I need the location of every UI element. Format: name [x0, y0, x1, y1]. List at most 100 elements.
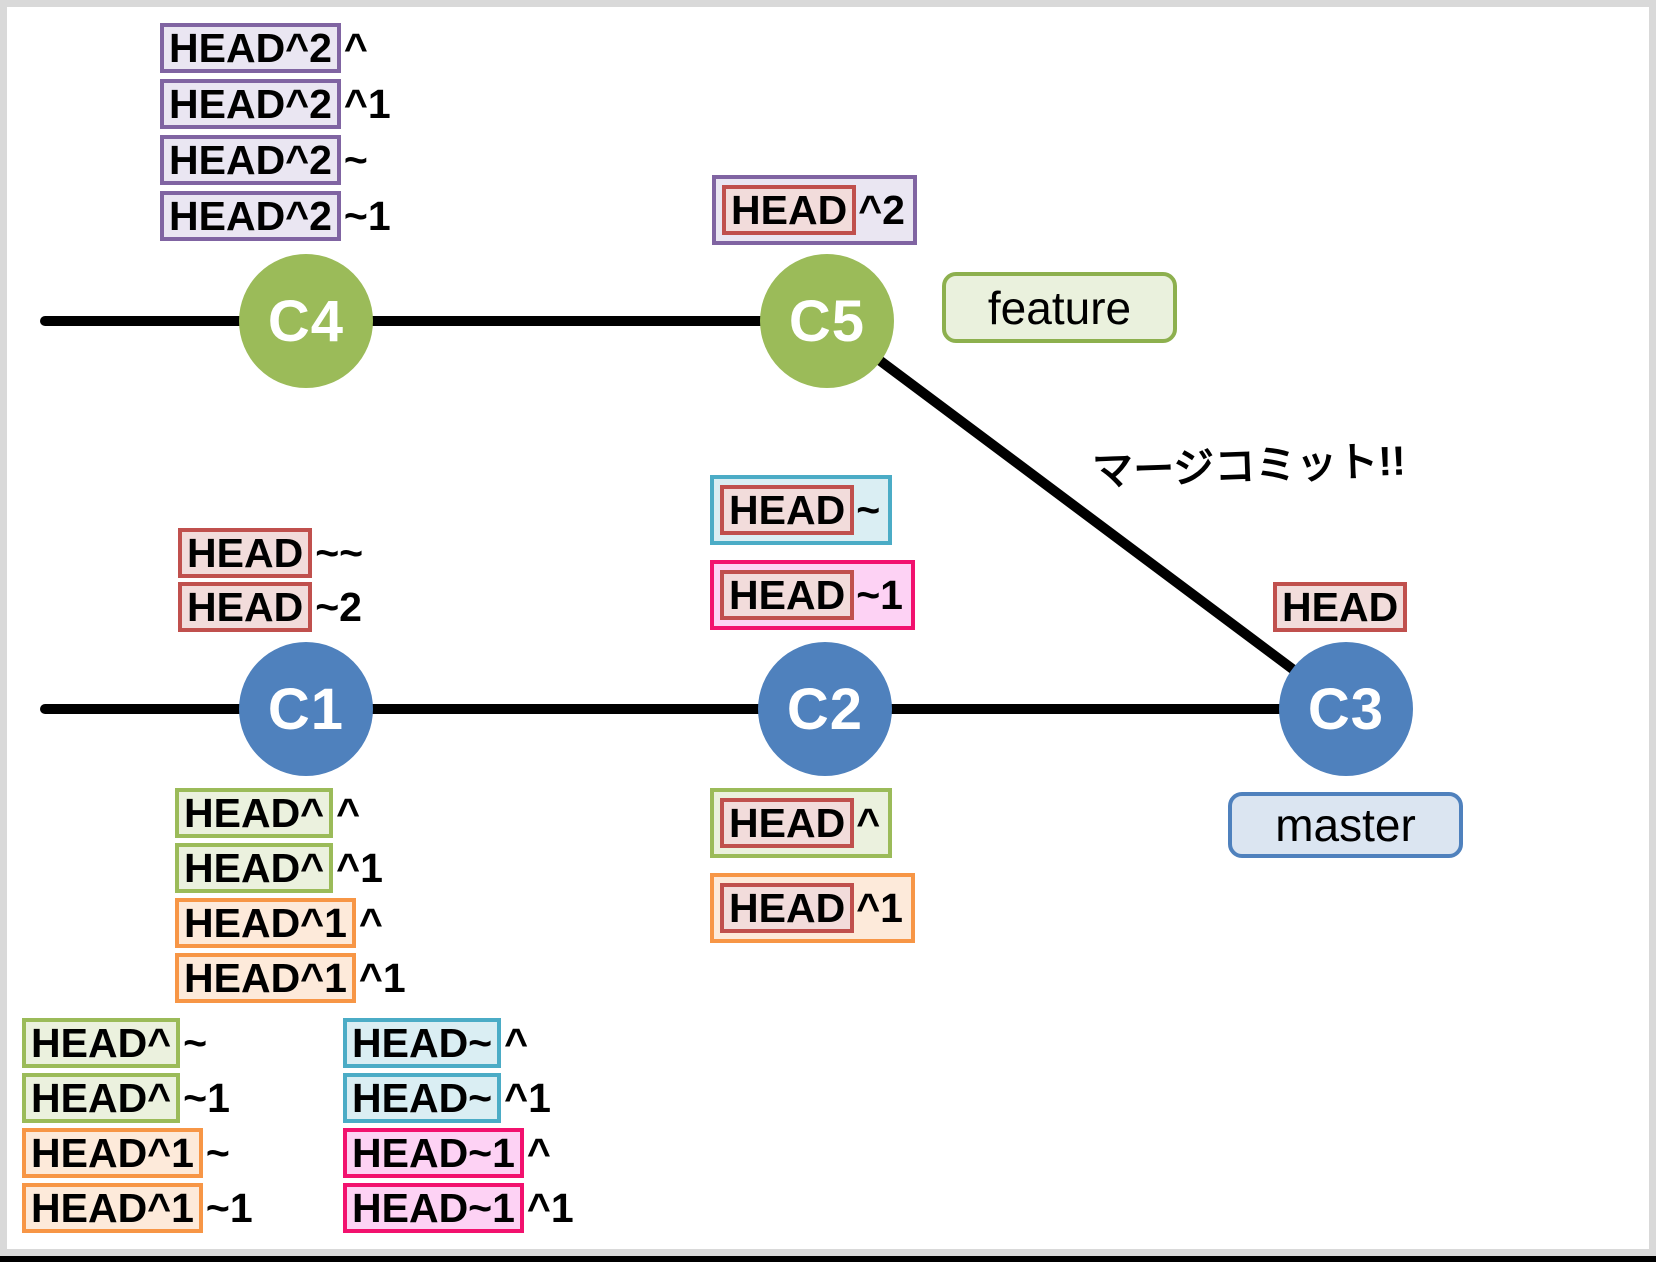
commit-node-c4: C4	[239, 254, 373, 388]
ref-box-text: HEAD^	[31, 1020, 172, 1066]
ref-suffix-text: ~2	[315, 584, 362, 630]
ref-box-text: ~1	[856, 572, 903, 618]
frame-border-left	[0, 0, 7, 1262]
merge-commit-annotation: マージコミット!!	[1091, 437, 1407, 495]
head-ref-label: HEAD~1^1	[343, 1183, 574, 1233]
ref-box-orange: HEAD^1	[710, 873, 915, 943]
ref-suffix-text: ^	[504, 1020, 529, 1066]
head-ref-label: HEAD^^	[175, 788, 360, 838]
ref-inner-text: HEAD	[729, 487, 846, 533]
ref-box-text: HEAD^2	[169, 25, 332, 71]
ref-box-text: HEAD~	[352, 1020, 493, 1066]
head-ref-label: HEAD^2~1	[160, 191, 391, 241]
head-ref-label: HEAD^2^	[160, 23, 368, 73]
bottom-black-rule	[0, 1256, 1656, 1262]
ref-box-magenta: HEAD~1	[343, 1128, 524, 1178]
ref-box-red: HEAD	[1273, 582, 1408, 632]
ref-box-green: HEAD^	[710, 788, 893, 858]
ref-box-purple: HEAD^2	[712, 175, 917, 245]
ref-suffix-text: ^1	[526, 1185, 574, 1231]
ref-box-purple: HEAD^2	[160, 79, 341, 129]
branch-label-master: master	[1228, 792, 1463, 858]
ref-box-purple: HEAD^2	[160, 191, 341, 241]
ref-suffix-text: ~	[205, 1130, 230, 1176]
merge-edge	[822, 316, 1351, 714]
ref-box-green: HEAD^	[22, 1073, 181, 1123]
head-ref-label: HEAD^~1	[22, 1073, 230, 1123]
ref-box-purple: HEAD^2	[160, 23, 341, 73]
ref-box-text: HEAD^	[184, 790, 325, 836]
head-ref-label: HEAD~1^	[343, 1128, 551, 1178]
ref-suffix-text: ^1	[358, 955, 406, 1001]
ref-box-red-inner: HEAD	[720, 570, 855, 620]
ref-suffix-text: ^1	[504, 1075, 551, 1121]
ref-suffix-text: ^	[358, 900, 383, 946]
ref-suffix-text: ^	[526, 1130, 551, 1176]
frame-border-bottom	[0, 1249, 1656, 1256]
head-ref-label: HEAD^	[710, 788, 893, 858]
ref-box-text: ~	[856, 487, 881, 533]
ref-box-text: HEAD^2	[169, 193, 332, 239]
ref-box-text: HEAD^1	[184, 900, 347, 946]
ref-suffix-text: ^	[336, 790, 361, 836]
ref-box-text: HEAD^1	[31, 1130, 194, 1176]
ref-box-orange: HEAD^1	[22, 1128, 203, 1178]
head-ref-label: HEAD^2~	[160, 135, 368, 185]
head-ref-label: HEAD~	[710, 475, 893, 545]
ref-box-text: HEAD^	[31, 1075, 172, 1121]
frame-border-right	[1649, 0, 1656, 1262]
ref-box-text: HEAD	[187, 584, 304, 630]
ref-box-magenta: HEAD~1	[343, 1183, 524, 1233]
head-ref-label: HEAD~^1	[343, 1073, 551, 1123]
ref-suffix-text: ~1	[183, 1075, 230, 1121]
ref-box-green: HEAD^	[22, 1018, 181, 1068]
head-ref-label: HEAD^1^	[175, 898, 383, 948]
head-ref-label: HEAD^2^1	[160, 79, 391, 129]
ref-box-text: HEAD^	[184, 845, 325, 891]
ref-suffix-text: ~	[343, 137, 368, 183]
head-ref-label: HEAD^1^1	[175, 953, 406, 1003]
ref-box-text: HEAD^2	[169, 137, 332, 183]
ref-inner-text: HEAD	[729, 885, 846, 931]
ref-inner-text: HEAD	[729, 572, 846, 618]
head-ref-label: HEAD^~	[22, 1018, 207, 1068]
ref-box-red-inner: HEAD	[720, 798, 855, 848]
ref-box-green: HEAD^	[175, 843, 334, 893]
head-ref-label: HEAD~^	[343, 1018, 528, 1068]
ref-box-cyan: HEAD~	[710, 475, 893, 545]
branch-feature-text: feature	[987, 281, 1132, 334]
ref-box-red-inner: HEAD	[722, 185, 857, 235]
ref-box-purple: HEAD^2	[160, 135, 341, 185]
ref-box-text: HEAD	[187, 530, 304, 576]
commit-node-c2: C2	[758, 642, 892, 776]
ref-box-red-inner: HEAD	[720, 485, 855, 535]
ref-box-cyan: HEAD~	[343, 1073, 502, 1123]
ref-box-orange: HEAD^1	[175, 953, 356, 1003]
ref-box-magenta: HEAD~1	[710, 560, 915, 630]
head-ref-label: HEAD^1~1	[22, 1183, 253, 1233]
ref-suffix-text: ~	[183, 1020, 208, 1066]
branch-master-text: master	[1275, 799, 1416, 851]
ref-box-text: HEAD^1	[184, 955, 347, 1001]
ref-box-text: HEAD~1	[352, 1130, 515, 1176]
head-ref-label: HEAD^1~	[22, 1128, 230, 1178]
head-ref-label: HEAD^2	[712, 175, 917, 245]
ref-inner-text: HEAD	[731, 187, 848, 233]
ref-suffix-text: ~1	[205, 1185, 253, 1231]
ref-suffix-text: ^	[343, 25, 368, 71]
ref-suffix-text: ~~	[315, 530, 364, 576]
ref-box-text: ^	[856, 800, 881, 846]
ref-inner-text: HEAD	[729, 800, 846, 846]
ref-box-text: ^1	[856, 885, 903, 931]
ref-box-red: HEAD	[178, 582, 313, 632]
head-ref-label: HEAD^^1	[175, 843, 383, 893]
ref-box-text: HEAD^2	[169, 81, 332, 127]
head-ref-label: HEAD~1	[710, 560, 915, 630]
head-ref-label: HEAD~2	[178, 582, 362, 632]
head-ref-label: HEAD^1	[710, 873, 915, 943]
ref-box-red-inner: HEAD	[720, 883, 855, 933]
head-ref-label: HEAD	[1273, 582, 1408, 632]
ref-box-text: ^2	[858, 187, 905, 233]
ref-suffix-text: ~1	[343, 193, 391, 239]
commit-node-c5: C5	[760, 254, 894, 388]
